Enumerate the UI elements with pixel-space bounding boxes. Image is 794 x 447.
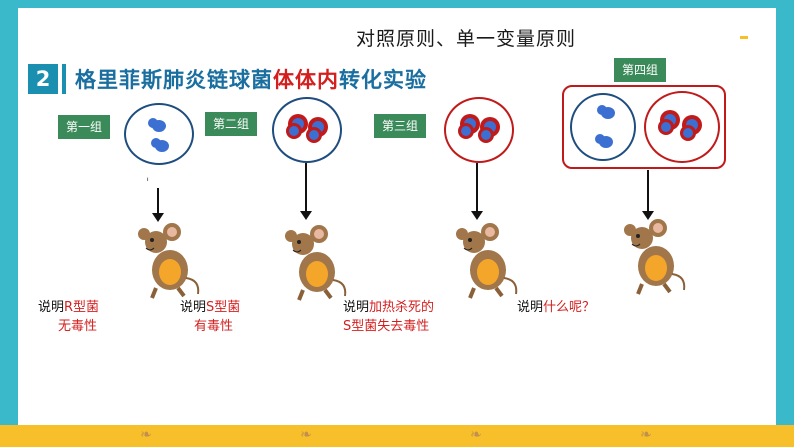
caption-highlight: 什么呢？ (543, 300, 596, 315)
bottom-decoration-strip: ❧ ❧ ❧ ❧ (0, 425, 794, 447)
group-1-caption: 说明R型菌 无毒性 (38, 298, 99, 336)
caption-highlight-line2: 有毒性 (194, 319, 234, 334)
group-3-caption: 说明加热杀死的 S型菌失去毒性 (343, 298, 434, 336)
mouse-icon (624, 219, 686, 295)
group-4-caption: 说明什么呢？ (517, 298, 595, 317)
principle-title: 对照原则、单一变量原则 (356, 28, 577, 50)
caption-prefix: 说明 (343, 300, 370, 315)
arrow-1 (152, 188, 164, 222)
group-4-dish-r (570, 93, 636, 161)
heading-text-2: 转化实验 (339, 68, 427, 92)
s-bacteria-icon (658, 110, 702, 141)
group-4-box (562, 85, 726, 169)
corner-decoration (740, 36, 748, 39)
mouse-icon (456, 223, 518, 299)
r-bacteria-icon (148, 118, 169, 152)
caption-highlight: S型菌 (206, 300, 241, 315)
mouse-icon: ❧ (300, 427, 312, 443)
s-bacteria-icon (286, 114, 328, 143)
caption-prefix: 说明 (38, 300, 65, 315)
section-divider (62, 64, 66, 94)
group-2-label: 第二组 (205, 112, 258, 136)
group-3-dish (444, 97, 514, 163)
group-2-dish (272, 97, 342, 163)
heading-highlight: 体体内 (273, 68, 339, 92)
mouse-icon: ❧ (470, 427, 482, 443)
group-1-label: 第一组 (58, 115, 111, 139)
group-4-dish-s (644, 91, 720, 163)
caption-highlight-line2: S型菌失去毒性 (343, 319, 430, 334)
mark-icon: ˈ (146, 176, 150, 190)
mouse-icon: ❧ (140, 427, 152, 443)
mouse-icon (285, 225, 347, 301)
caption-highlight: R型菌 (64, 300, 100, 315)
heading-text-1: 格里菲斯肺炎链球菌 (75, 68, 273, 92)
caption-highlight: 加热杀死的 (369, 300, 435, 315)
arrow-3 (471, 163, 483, 220)
s-bacteria-icon (458, 114, 500, 143)
mouse-icon: ❧ (640, 427, 652, 443)
section-heading: 格里菲斯肺炎链球菌体体内转化实验 (75, 64, 427, 94)
group-4-label: 第四组 (614, 58, 667, 82)
r-bacteria-icon (595, 105, 615, 148)
group-2-caption: 说明S型菌 有毒性 (180, 298, 240, 336)
mouse-icon (138, 223, 200, 299)
caption-prefix: 说明 (180, 300, 207, 315)
group-3-label: 第三组 (374, 114, 427, 138)
group-1-dish (124, 103, 194, 165)
arrow-2 (300, 163, 312, 220)
arrow-4 (642, 170, 654, 220)
section-number-badge: 2 (28, 64, 58, 94)
caption-highlight-line2: 无毒性 (58, 319, 98, 334)
top-frame-border (0, 0, 794, 8)
caption-prefix: 说明 (517, 300, 544, 315)
